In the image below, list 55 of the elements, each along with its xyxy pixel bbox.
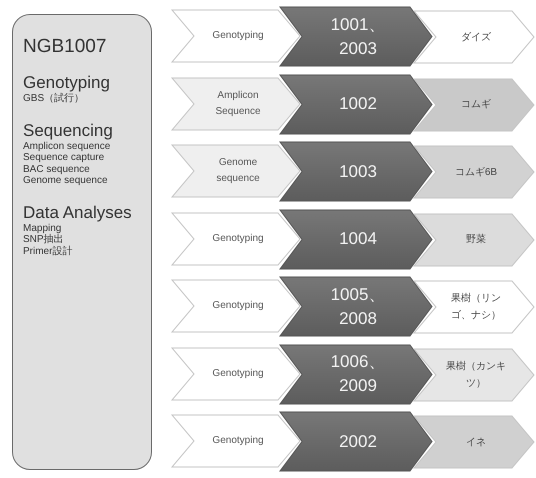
id-step xyxy=(280,7,432,66)
list-item: Sequence capture xyxy=(23,152,106,164)
category-panel xyxy=(12,14,152,470)
list-item: BAC sequence xyxy=(23,164,91,175)
step-label: 1003 xyxy=(339,160,377,182)
step-label: 1005、2008 xyxy=(330,284,386,330)
step-label: 1006、2009 xyxy=(330,351,386,397)
method-step xyxy=(172,280,300,332)
id-step xyxy=(280,344,432,404)
panel-title: NGB1007 xyxy=(23,37,108,57)
crop-step xyxy=(414,214,534,266)
method-step xyxy=(172,78,300,130)
id-step xyxy=(280,210,432,268)
step-label: Genotyping xyxy=(212,366,264,380)
section-heading: Sequencing xyxy=(23,120,114,140)
list-item: GBS（試行） xyxy=(23,93,86,104)
step-label: Genotyping xyxy=(212,299,264,313)
section-heading: Data Analyses xyxy=(23,202,133,222)
method-step xyxy=(172,348,300,400)
crop-step xyxy=(414,78,534,130)
id-step xyxy=(280,277,432,336)
id-step xyxy=(280,142,432,201)
list-item: Mapping xyxy=(23,222,62,234)
crop-step xyxy=(414,348,534,400)
crop-step xyxy=(414,11,534,63)
list-item: Genome sequence xyxy=(23,175,109,186)
list-item: SNP抽出 xyxy=(23,234,65,246)
crop-step xyxy=(414,281,534,333)
id-step xyxy=(280,412,432,471)
method-step xyxy=(172,415,300,467)
step-label: 1004 xyxy=(339,228,377,250)
step-label: 1002 xyxy=(339,93,377,115)
step-label: Amplicon Sequence xyxy=(214,88,262,118)
step-label: コムギ xyxy=(461,98,491,112)
step-label: Genotyping xyxy=(212,434,264,448)
method-step xyxy=(172,212,300,264)
section-heading: Genotyping xyxy=(23,73,111,92)
step-label: Genotyping xyxy=(212,232,264,246)
step-label: Genome sequence xyxy=(215,156,261,186)
step-label: イネ xyxy=(466,436,486,450)
crop-step xyxy=(414,146,534,198)
step-label: 1001、2003 xyxy=(330,14,386,60)
id-step xyxy=(280,74,432,134)
step-label: 果樹（リンゴ、ナシ） xyxy=(450,292,502,323)
step-label: 2002 xyxy=(339,430,377,452)
step-label: Genotyping xyxy=(212,29,264,43)
crop-step xyxy=(414,416,534,468)
step-label: 果樹（カンキツ） xyxy=(445,360,507,390)
step-label: ダイズ xyxy=(461,30,491,44)
method-step xyxy=(172,10,300,62)
list-item: Amplicon sequence xyxy=(23,140,112,152)
list-item: Primer設計 xyxy=(23,246,74,257)
step-label: 野菜 xyxy=(466,232,486,247)
method-step xyxy=(172,145,300,197)
step-label: コムギ6B xyxy=(454,166,498,180)
